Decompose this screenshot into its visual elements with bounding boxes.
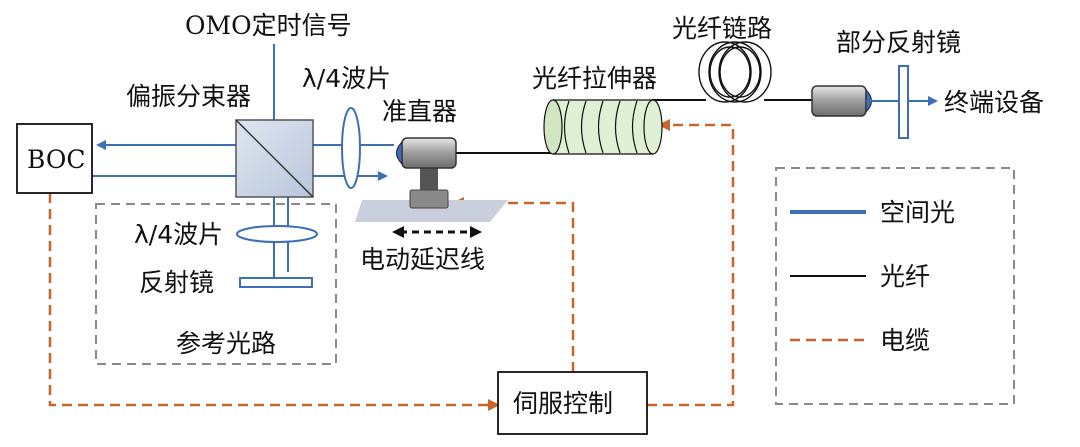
quarter-wave-plate-top	[341, 107, 361, 189]
qwp-top-label: λ/4波片	[302, 64, 391, 93]
quarter-wave-plate-reference	[236, 225, 318, 243]
fiber-link-coil	[698, 41, 772, 103]
fiber-link-label: 光纤链路	[672, 14, 772, 43]
fiber-stretcher	[543, 99, 663, 155]
omo-signal-label: OMO定时信号	[185, 11, 352, 40]
legend-frame	[775, 167, 1015, 405]
servo-control-box	[497, 371, 648, 435]
legend-fiber-label: 光纤	[880, 262, 930, 291]
delay-stage-block	[409, 189, 449, 209]
collimator-label: 准直器	[382, 97, 457, 126]
delay-direction-arrow	[392, 226, 482, 238]
partial-reflector	[898, 65, 909, 139]
boc-box	[16, 123, 93, 194]
cable-boc-to-servo	[48, 193, 500, 411]
reference-path-frame	[95, 203, 337, 365]
terminal-label: 终端设备	[944, 88, 1044, 117]
servo-control-label: 伺服控制	[513, 389, 613, 418]
fiber-lines	[456, 99, 812, 154]
collimator-body	[401, 137, 457, 169]
delay-stage-platform	[355, 200, 508, 222]
boc-label: BOC	[27, 145, 85, 174]
delay-stage-post	[420, 166, 438, 190]
pbs-diagonal	[235, 119, 314, 198]
pbs-label: 偏振分束器	[126, 82, 251, 111]
cable-servo-to-stretcher	[647, 119, 735, 407]
legend-cable-label: 电缆	[880, 326, 930, 355]
qwp-reference-label: λ/4波片	[134, 220, 223, 249]
reference-mirror	[239, 277, 313, 288]
partial-reflector-label: 部分反射镜	[836, 28, 961, 57]
stretcher-label: 光纤拉伸器	[532, 64, 657, 93]
legend-free-space-label: 空间光	[880, 198, 955, 227]
delay-line-label: 电动延迟线	[360, 245, 485, 274]
mirror-label: 反射镜	[139, 268, 214, 297]
reference-path-label: 参考光路	[176, 329, 276, 358]
output-collimator-body	[811, 85, 867, 117]
collimator-lens	[396, 140, 403, 166]
